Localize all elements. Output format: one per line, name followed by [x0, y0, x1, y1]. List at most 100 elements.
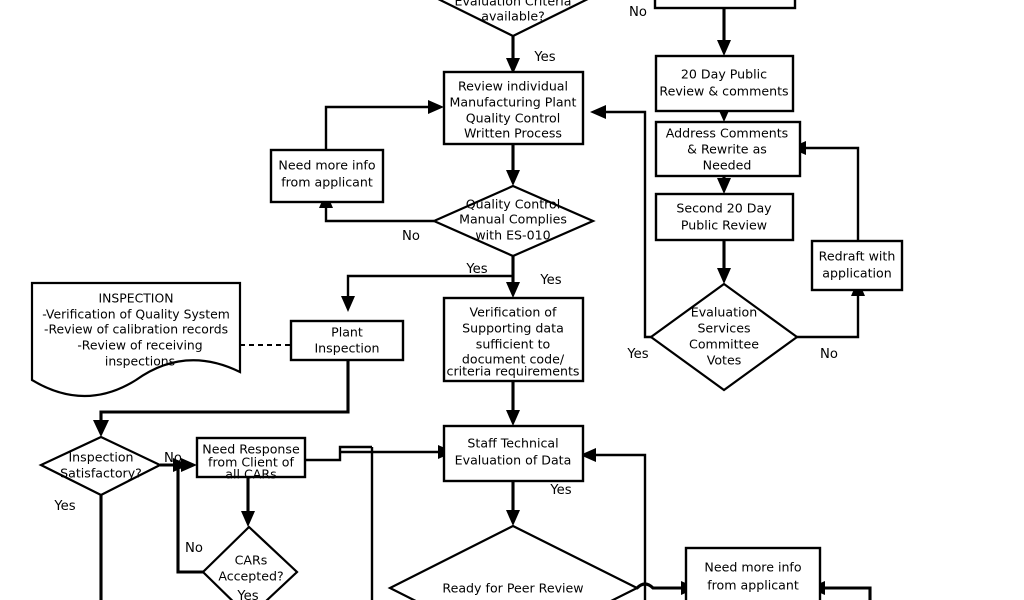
eval-services-line2: Services [697, 321, 750, 336]
node-inspection-satisfactory[interactable]: Inspection Satisfactory? [38, 435, 163, 497]
need-more-info-right-line2: from applicant [707, 578, 799, 593]
edge-label-yes-criteria: Yes [533, 50, 555, 65]
need-more-info-right-line1: Need more info [704, 560, 801, 575]
node-cars-accepted[interactable]: CARs Accepted? [201, 525, 299, 600]
edge-label-yes-staff: Yes [549, 483, 571, 498]
arrowhead-second20-to-evalservices [717, 268, 731, 284]
verification-line4: document code/ [462, 352, 565, 367]
edge-evalservices-yes-to-review [600, 110, 651, 339]
edge-plantinspection-to-inspectionsat [99, 360, 350, 426]
edge-qcmanual-yes-to-plantinspection [346, 274, 513, 302]
node-ready-peer-review[interactable]: Ready for Peer Review [387, 524, 640, 600]
edge-label-yes-qc-left: Yes [465, 262, 487, 277]
redraft-line1: Redraft with [819, 249, 896, 264]
node-twenty-day-public[interactable]: 20 Day Public Review & comments [654, 54, 795, 113]
inspection-note-line1: INSPECTION [99, 291, 174, 306]
need-more-info-left-line2: from applicant [281, 175, 373, 190]
node-redraft-with-application[interactable]: Redraft with application [810, 239, 904, 292]
node-need-response-cars[interactable]: Need Response from Client of all CARs [195, 436, 307, 482]
evaluation-criteria-line1: Evaluation Criteria [454, 0, 571, 9]
inspection-note-line5: inspections [105, 354, 175, 369]
twenty-day-line1: 20 Day Public [681, 67, 767, 82]
edge-label-no-qc-manual: No [402, 229, 420, 244]
node-plant-inspection[interactable]: Plant Inspection [289, 319, 405, 362]
inspection-sat-line2: Satisfactory? [60, 466, 142, 481]
verification-line3: sufficient to [476, 337, 551, 352]
qc-manual-line3: with ES-010 [475, 228, 550, 243]
need-response-line3: all CARs [225, 467, 276, 482]
need-response-line1: Need Response [202, 442, 300, 457]
edge-cars-no-to-needresponse [176, 465, 203, 574]
plant-inspection-line2: Inspection [314, 341, 379, 356]
evaluation-criteria-line2: available? [481, 9, 545, 24]
arrowhead-topbox-to-20day [717, 40, 731, 56]
review-individual-line1: Review individual [458, 79, 568, 94]
edge-needresponse-right-branch [305, 445, 372, 462]
need-response-line2: from Client of [208, 455, 294, 470]
node-need-more-info-right[interactable]: Need more info from applicant [684, 546, 822, 600]
edge-label-yes-evaluation: Yes [626, 347, 648, 362]
edge-evalservices-no-to-redraft [797, 290, 860, 339]
arrowhead-qcmanual-yes-to-plantinspection [341, 296, 355, 312]
arrowhead-verification-to-staff [506, 410, 520, 426]
address-comments-line2: & Rewrite as [687, 142, 767, 157]
arrowhead-plantinspection-to-inspectionsat [93, 420, 109, 437]
review-individual-line2: Manufacturing Plant [450, 95, 577, 110]
redraft-line2: application [822, 266, 891, 281]
node-review-individual[interactable]: Review individual Manufacturing Plant Qu… [442, 70, 585, 146]
qc-manual-line2: Manual Complies [459, 212, 567, 227]
node-staff-technical[interactable]: Staff Technical Evaluation of Data [442, 424, 585, 483]
eval-services-line4: Votes [707, 353, 742, 368]
edge-label-no-evaluation: No [820, 347, 838, 362]
arrowhead-criteria-to-review [506, 58, 520, 74]
node-address-comments[interactable]: Address Comments & Rewrite as Needed [654, 120, 802, 178]
arrowhead-address-to-second20 [717, 178, 731, 194]
inspection-note-line2: -Verification of Quality System [42, 307, 230, 322]
twenty-day-line2: Review & comments [659, 84, 788, 99]
ready-peer-review-line1: Ready for Peer Review [442, 581, 583, 596]
review-individual-line4: Written Process [464, 126, 562, 141]
node-verification-supporting[interactable]: Verification of Supporting data sufficie… [442, 296, 585, 383]
inspection-note-line3: -Review of calibration records [44, 322, 228, 337]
inspection-sat-line1: Inspection [68, 450, 133, 465]
edge-label-yes-inspection: Yes [53, 499, 75, 514]
node-evaluation-criteria[interactable]: Evaluation Criteria available? [424, 0, 602, 38]
inspection-note-line4: -Review of receiving [77, 338, 202, 353]
node-second-twenty-day[interactable]: Second 20 Day Public Review [654, 192, 795, 242]
review-individual-line3: Quality Control [466, 111, 561, 126]
arrowhead-evalservices-yes-to-review [590, 105, 606, 119]
arrowhead-staff-to-peerreview [506, 510, 520, 526]
need-more-info-left-line1: Need more info [278, 158, 375, 173]
edge-qcmanual-no-to-needinfo [324, 202, 434, 223]
cars-accepted-line2: Accepted? [218, 569, 283, 584]
address-comments-line1: Address Comments [666, 126, 788, 141]
node-inspection-note[interactable]: INSPECTION -Verification of Quality Syst… [30, 281, 242, 397]
plant-inspection-line1: Plant [331, 325, 363, 340]
eval-services-line3: Committee [689, 337, 759, 352]
edge-label-yes-cars: Yes [236, 589, 258, 600]
staff-technical-line1: Staff Technical [467, 436, 558, 451]
arrowhead-right-loop-to-staff [580, 448, 596, 462]
second-twenty-line1: Second 20 Day [676, 201, 772, 216]
arrowhead-needresponse-to-cars [241, 511, 255, 527]
edge-right-loop-to-staff [590, 453, 647, 600]
second-twenty-line2: Public Review [681, 218, 767, 233]
edge-label-no-inspection: No [164, 451, 182, 466]
edge-rightloop-to-needinfo-right [820, 586, 872, 600]
staff-technical-line2: Evaluation of Data [455, 453, 572, 468]
qc-manual-line1: Quality Control [466, 197, 561, 212]
node-evaluation-services[interactable]: Evaluation Services Committee Votes [649, 282, 799, 392]
arrowhead-cars-no-to-needresponse [173, 458, 189, 472]
node-qc-manual[interactable]: Quality Control Manual Complies with ES-… [431, 184, 596, 258]
verification-line5: criteria requirements [447, 364, 580, 379]
cars-accepted-line1: CARs [235, 553, 268, 568]
node-top-right-box[interactable] [653, 0, 797, 10]
edge-label-yes-qc-right: Yes [539, 273, 561, 288]
eval-services-line1: Evaluation [691, 305, 757, 320]
edge-label-no-top-right: No [629, 5, 647, 20]
verification-line2: Supporting data [462, 321, 564, 336]
node-need-more-info-left[interactable]: Need more info from applicant [269, 148, 385, 204]
arrowhead-needinfo-to-review [428, 100, 444, 114]
